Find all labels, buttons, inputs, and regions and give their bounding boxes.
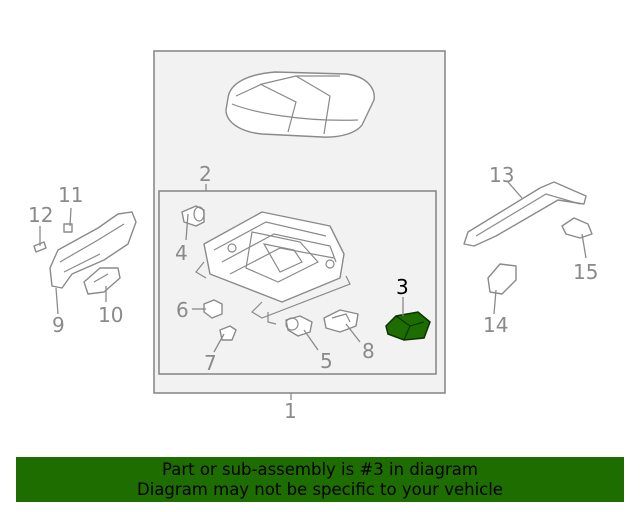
callout-1: 1 — [284, 399, 297, 423]
callout-8: 8 — [362, 339, 375, 363]
part-6-bolt — [203, 299, 223, 319]
part-10-knob — [83, 267, 121, 295]
part-3-highlighted — [385, 311, 431, 341]
selected-part-banner: Part or sub-assembly is #3 in diagram Di… — [16, 457, 624, 502]
callout-13: 13 — [489, 163, 514, 187]
part-12-clip — [33, 241, 47, 253]
callout-10: 10 — [98, 303, 123, 327]
callout-11: 11 — [58, 183, 83, 207]
part-15-cap — [561, 217, 593, 239]
callout-2: 2 — [199, 162, 212, 186]
callout-15: 15 — [573, 260, 598, 284]
seat-cushion-part — [225, 71, 375, 138]
callout-7: 7 — [204, 351, 217, 375]
banner-line-1: Part or sub-assembly is #3 in diagram — [162, 460, 478, 479]
banner-line-2: Diagram may not be specific to your vehi… — [137, 480, 503, 499]
callout-9: 9 — [52, 313, 65, 337]
part-14-cover — [487, 263, 517, 295]
callout-14: 14 — [483, 313, 508, 337]
seat-adjuster-part — [195, 211, 351, 325]
callout-4: 4 — [175, 241, 188, 265]
part-8-cover — [323, 309, 359, 333]
part-13-rail-cover — [463, 181, 587, 247]
callout-12: 12 — [28, 203, 53, 227]
callout-6: 6 — [176, 298, 189, 322]
part-9-side-shield — [49, 211, 137, 289]
part-11-clip — [63, 223, 73, 233]
leader-lines — [39, 181, 587, 400]
callout-5: 5 — [320, 349, 333, 373]
callout-3: 3 — [396, 275, 409, 299]
part-5-fastener — [285, 315, 313, 337]
